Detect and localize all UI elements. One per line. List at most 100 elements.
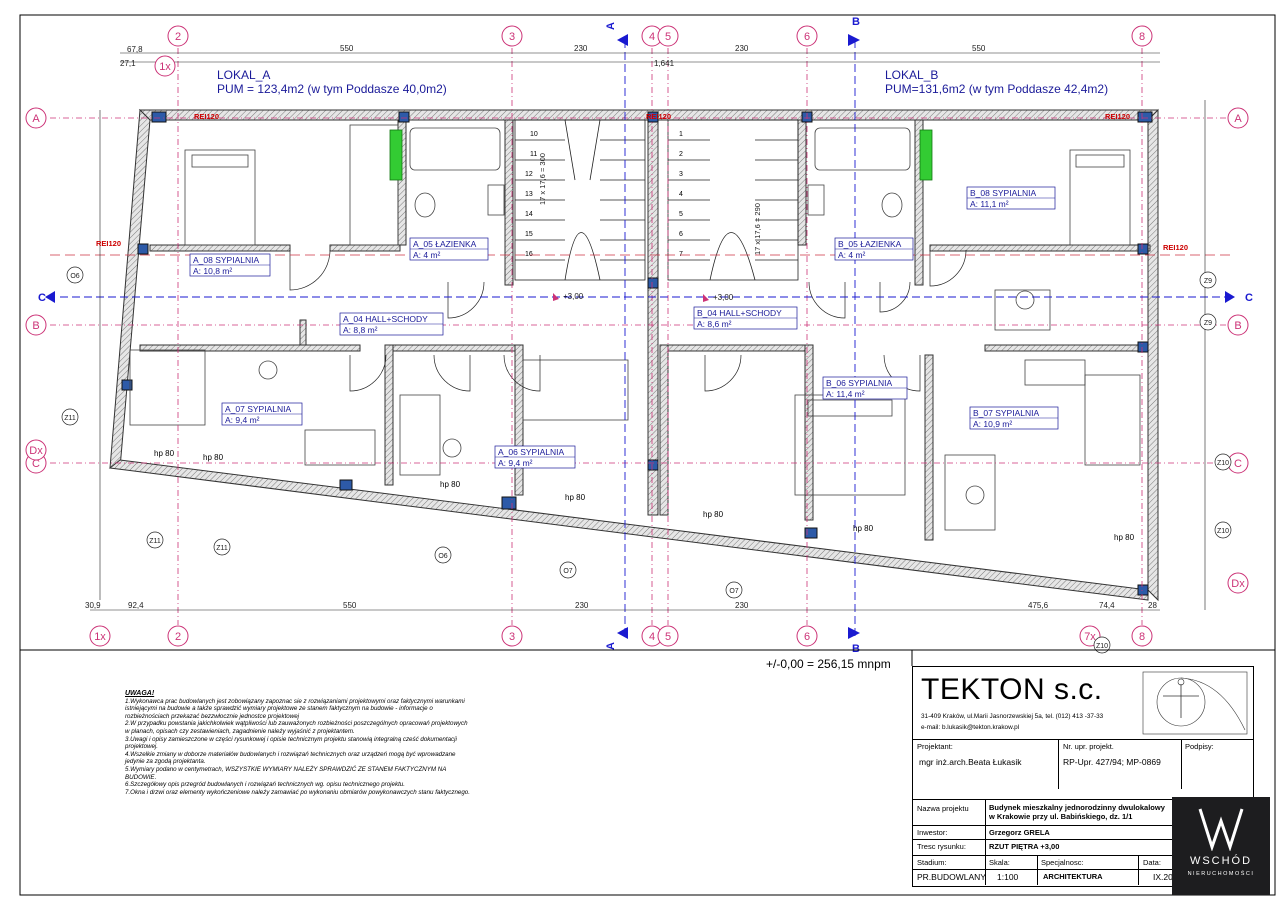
- projektant-value: mgr inż.arch.Beata Łukasik: [919, 757, 1022, 767]
- notes-block: UWAGA! 1.Wykonawca prac budowlanych jest…: [125, 690, 470, 796]
- dimension-text: 230: [735, 601, 749, 610]
- dimension-text: 30,9: [85, 601, 101, 610]
- section-letter: C: [38, 292, 46, 304]
- room-name: A_06 SYPIALNIA: [498, 447, 564, 457]
- wardrobe-a08: [349, 124, 399, 246]
- wc-b: [881, 192, 903, 218]
- dimension-text: 550: [972, 44, 986, 53]
- door-swing: [447, 281, 485, 319]
- door-swing: [503, 354, 541, 392]
- axis-bubble-label: 4: [649, 631, 655, 643]
- window-tag: hp 80: [1114, 533, 1135, 542]
- section-letter: C: [1245, 292, 1253, 304]
- section-letter: B: [852, 16, 860, 28]
- lokal-b-pum: PUM=131,6m2 (w tym Poddasze 42,4m2): [885, 82, 1108, 96]
- axis-bubble-3: 3: [501, 625, 523, 647]
- dimension-text: 475,6: [1028, 601, 1049, 610]
- axis-bubble-5: 5: [657, 25, 679, 47]
- dimension-text: 550: [340, 44, 354, 53]
- room-area: A: 10,9 m²: [973, 419, 1012, 429]
- axis-bubble-1x: 1x: [154, 55, 176, 77]
- level-mark-label: +3,00: [563, 292, 584, 301]
- stair-number: 12: [525, 171, 533, 178]
- note-item: 6.Szczegółowy opis przegród budowlanych …: [125, 781, 405, 789]
- axis-bubble-label: 8: [1139, 31, 1145, 43]
- section-letter: A: [605, 22, 617, 30]
- axis-bubble-B: B: [1227, 314, 1249, 336]
- nazwa-value-2: w Krakowie przy ul. Babińskiego, dz. 1/1: [989, 812, 1133, 821]
- desk-b08: [994, 289, 1051, 331]
- axis-bubble-label: 1x: [94, 631, 106, 643]
- note-item: 4.Wszelkie zmiany w doborze materiałów b…: [125, 750, 456, 766]
- note-item: 2.W przypadku powstania jakichkolwiek wą…: [125, 720, 468, 735]
- door-swings: [289, 249, 967, 392]
- tresc-label: Tresc rysunku:: [917, 842, 966, 851]
- window-code-label: Z10: [1096, 643, 1108, 650]
- bed-b08: [1069, 149, 1131, 246]
- window-code-label: O7: [563, 568, 572, 575]
- stair-number: 2: [679, 151, 683, 158]
- data-value: IX.20: [1153, 872, 1173, 882]
- axis-bubble-8: 8: [1131, 25, 1153, 47]
- window-code: Z10: [1214, 521, 1232, 539]
- room-area: A: 9,4 m²: [498, 458, 533, 468]
- note-item: 5.Wymiary podano w centymetrach, WSZYSTK…: [125, 765, 447, 781]
- fire-rating-label: REI120: [1163, 243, 1188, 252]
- door-swing: [808, 281, 846, 319]
- dimension-text: 230: [735, 44, 749, 53]
- room-area: A: 4 m²: [838, 250, 866, 260]
- stair-number: 6: [679, 231, 683, 238]
- window-code-label: O6: [438, 553, 447, 560]
- wardrobe-a06: [399, 394, 441, 476]
- axis-bubble-label: 1x: [159, 61, 171, 73]
- company-address: 31-409 Kraków, ul.Marii Jasnorzewskiej 5…: [921, 713, 1104, 720]
- podpisy-label: Podpisy:: [1185, 742, 1214, 751]
- room-name: A_05 ŁAZIENKA: [413, 239, 477, 249]
- axis-bubble-label: 8: [1139, 631, 1145, 643]
- window-code-label: Z10: [1217, 528, 1229, 535]
- bath-b: [814, 127, 911, 171]
- window-tag: hp 80: [853, 524, 874, 533]
- projektant-label: Projektant:: [917, 742, 953, 751]
- stair-number: 13: [525, 191, 533, 198]
- company-email: e-mail: b.lukasik@tekton.krakow.pl: [921, 724, 1020, 731]
- axis-bubble-label: 2: [175, 631, 181, 643]
- axis-bubble-Dx: Dx: [1227, 572, 1249, 594]
- axis-bubble-1x: 1x: [89, 625, 111, 647]
- window-tag: hp 80: [203, 453, 224, 462]
- axis-bubble-5: 5: [657, 625, 679, 647]
- axis-bubble-label: 3: [509, 31, 515, 43]
- door-swing: [929, 249, 967, 287]
- dimension-text: 67,8: [127, 45, 143, 54]
- bed-a07: [129, 349, 206, 426]
- window-code: Z11: [61, 408, 79, 426]
- section-letter: A: [605, 642, 617, 650]
- lokal-a-name: LOKAL_A: [217, 68, 270, 82]
- dimension-text: 28: [1148, 601, 1157, 610]
- lokal-b-name: LOKAL_B: [885, 68, 938, 82]
- axis-bubble-2: 2: [167, 25, 189, 47]
- axis-bubble-label: 5: [665, 631, 671, 643]
- window-code-label: Z11: [64, 415, 76, 422]
- axis-bubble-label: Dx: [1231, 578, 1245, 590]
- fire-rating-label: REI120: [646, 112, 671, 121]
- room-area: A: 8,8 m²: [343, 325, 378, 335]
- axis-bubble-label: 6: [804, 631, 810, 643]
- level-mark: +3,00: [553, 292, 584, 301]
- fire-rating-label: REI120: [194, 112, 219, 121]
- room-name: B_04 HALL+SCHODY: [697, 308, 782, 318]
- door-swing: [879, 281, 911, 313]
- w-mark-icon: [1198, 808, 1244, 851]
- axis-bubble-label: 6: [804, 31, 810, 43]
- inwestor-value: Grzegorz GRELA: [989, 828, 1050, 837]
- window-code-label: O6: [70, 273, 79, 280]
- axis-bubble-2: 2: [167, 625, 189, 647]
